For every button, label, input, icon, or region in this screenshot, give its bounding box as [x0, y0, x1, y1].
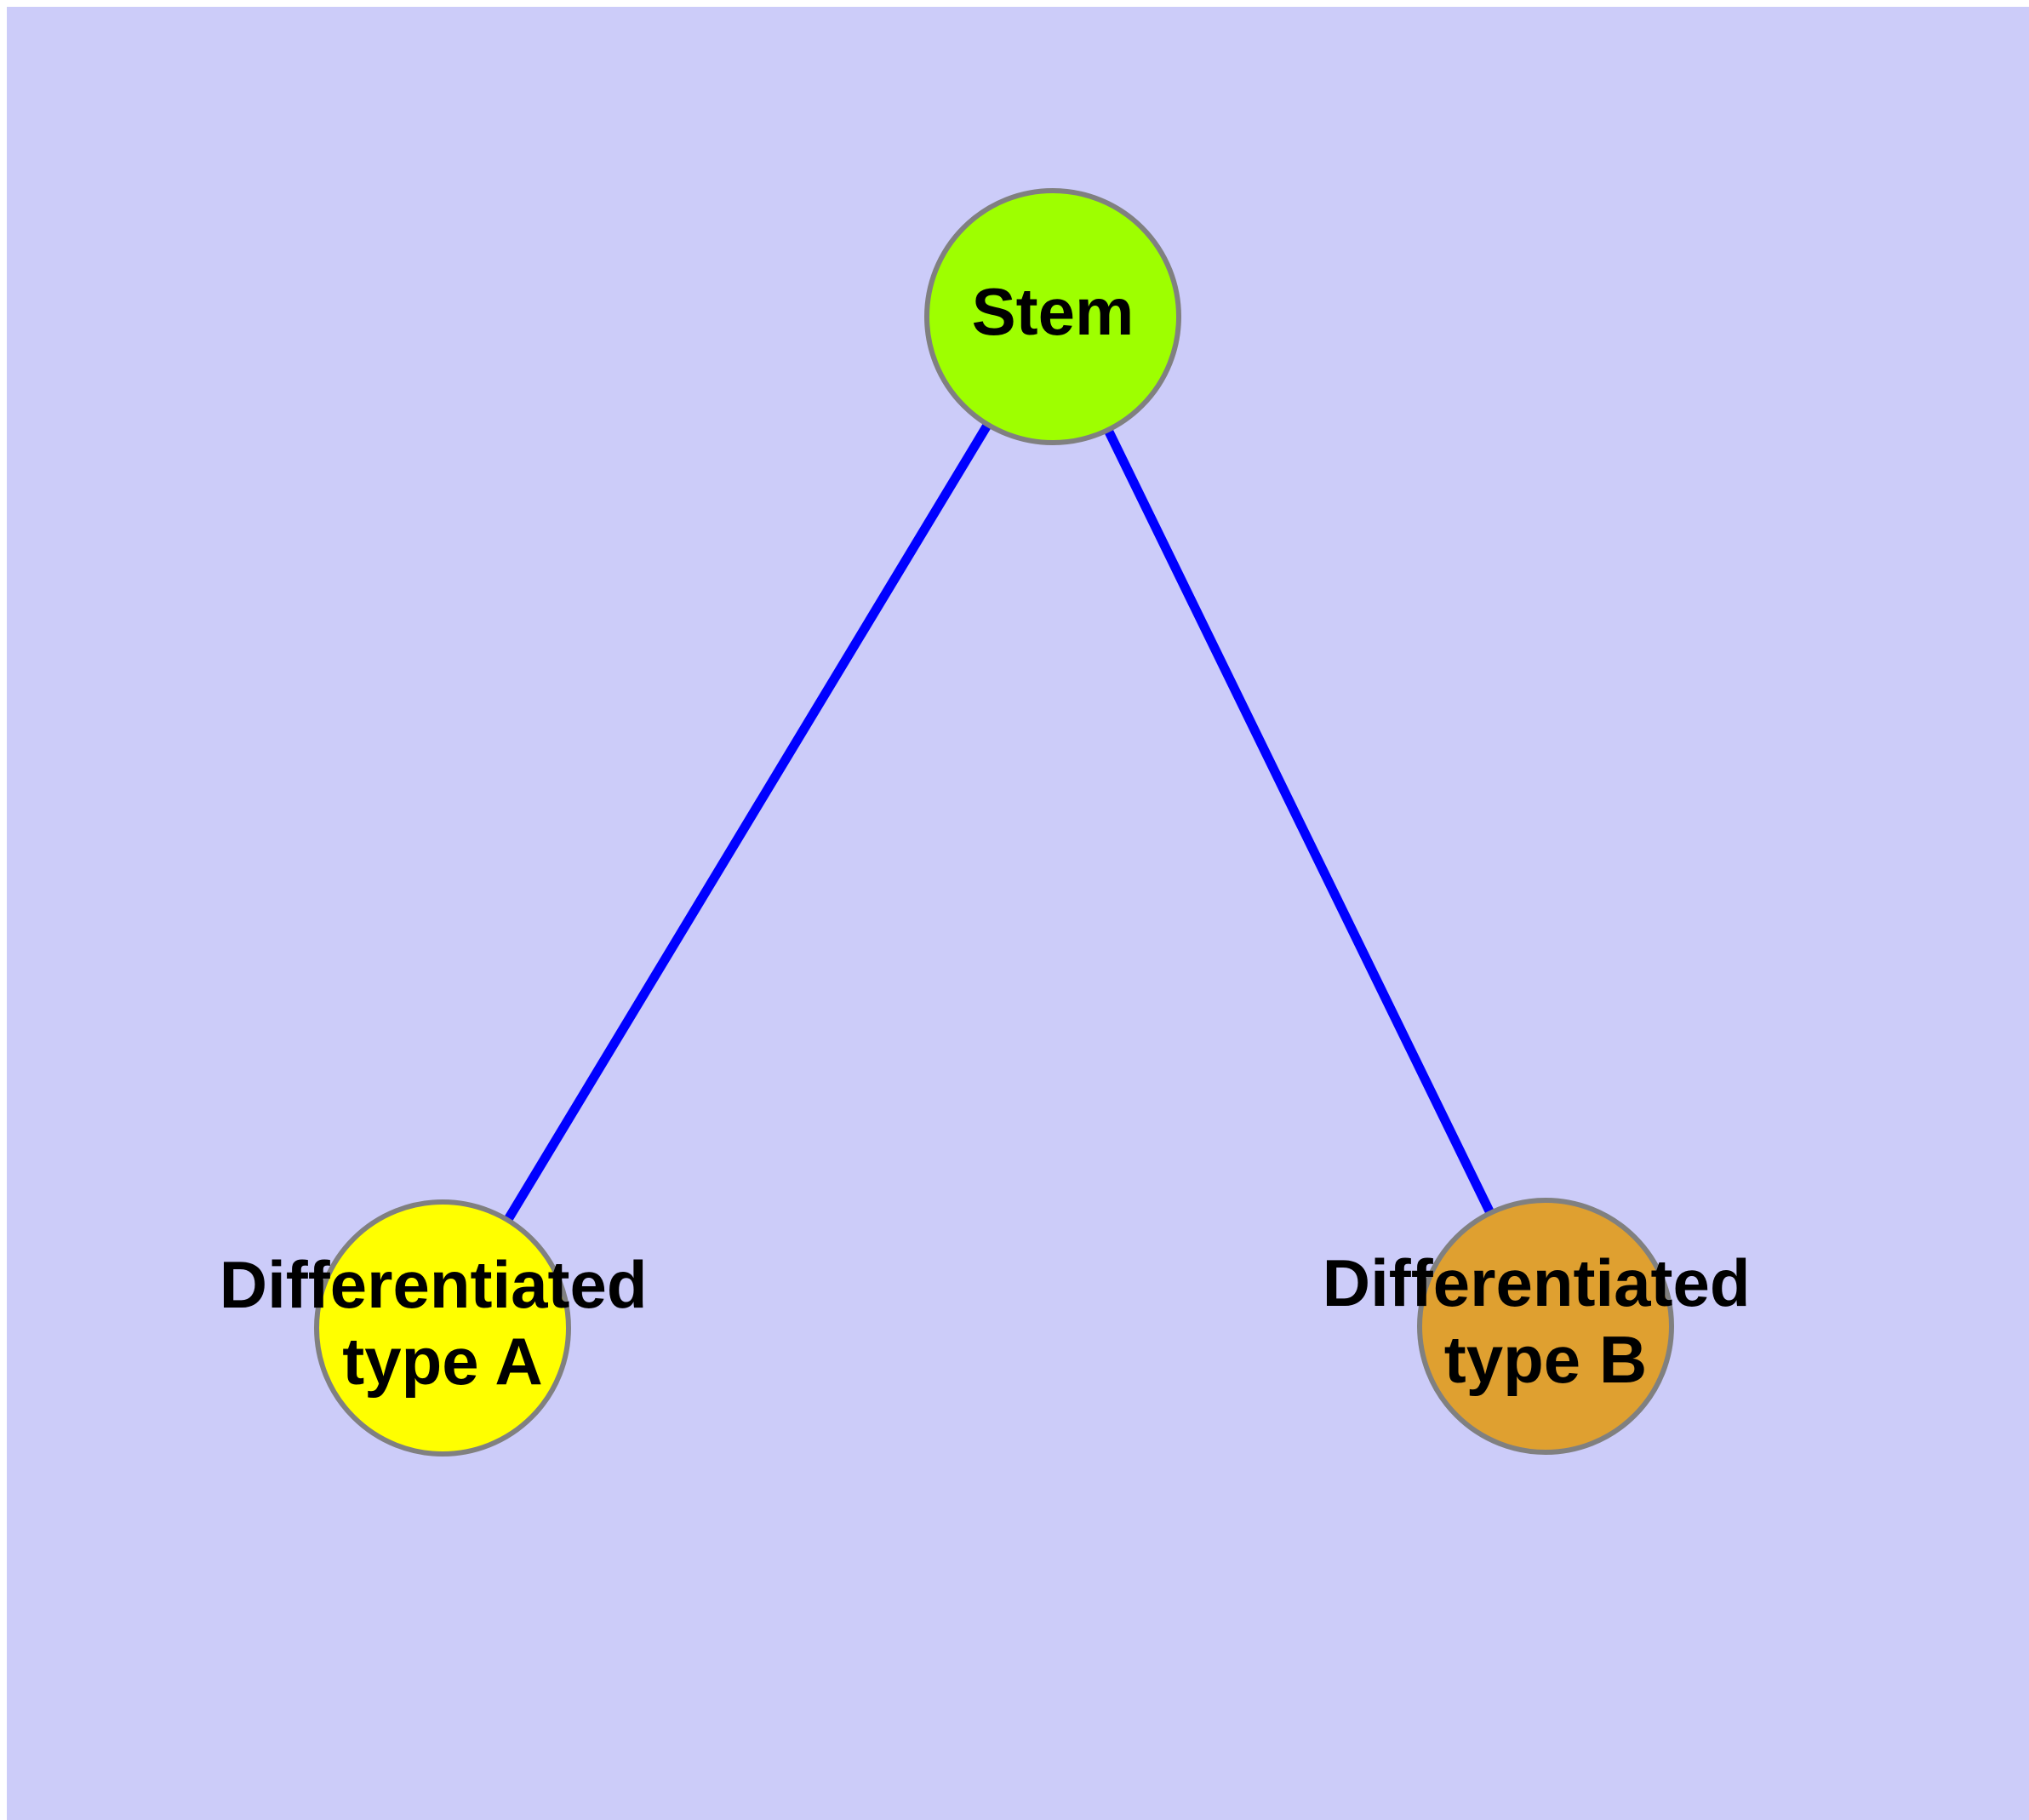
node-differentiated-type-a-label: Differentiated type A [220, 1247, 666, 1399]
node-differentiated-type-a-circle[interactable] [314, 1199, 571, 1457]
node-differentiated-type-b[interactable] [1417, 1198, 1674, 1455]
node-differentiated-type-b-circle[interactable] [1417, 1198, 1674, 1455]
node-stem-label-line-1: Stem [972, 274, 1135, 349]
node-differentiated-type-b-label-line-2: type B [1444, 1322, 1647, 1397]
node-differentiated-type-b-label-line-1: Differentiated [1323, 1245, 1751, 1320]
node-layer [314, 188, 1674, 1457]
edge-stem-to-diff-a[interactable] [438, 314, 1057, 1331]
node-differentiated-type-a[interactable] [314, 1199, 571, 1457]
node-differentiated-type-a-label-line-1: Differentiated [220, 1247, 648, 1322]
edge-stem-to-diff-b[interactable] [1049, 314, 1550, 1329]
node-stem-label: Stem [972, 274, 1135, 349]
node-differentiated-type-a-label-line-2: type A [342, 1324, 543, 1399]
edge-layer [438, 314, 1550, 1331]
node-differentiated-type-b-label: Differentiated type B [1323, 1245, 1769, 1397]
node-stem-circle[interactable] [924, 188, 1181, 445]
node-stem[interactable] [924, 188, 1181, 445]
label-layer: Stem Differentiated type A Differentiate… [220, 274, 1769, 1399]
